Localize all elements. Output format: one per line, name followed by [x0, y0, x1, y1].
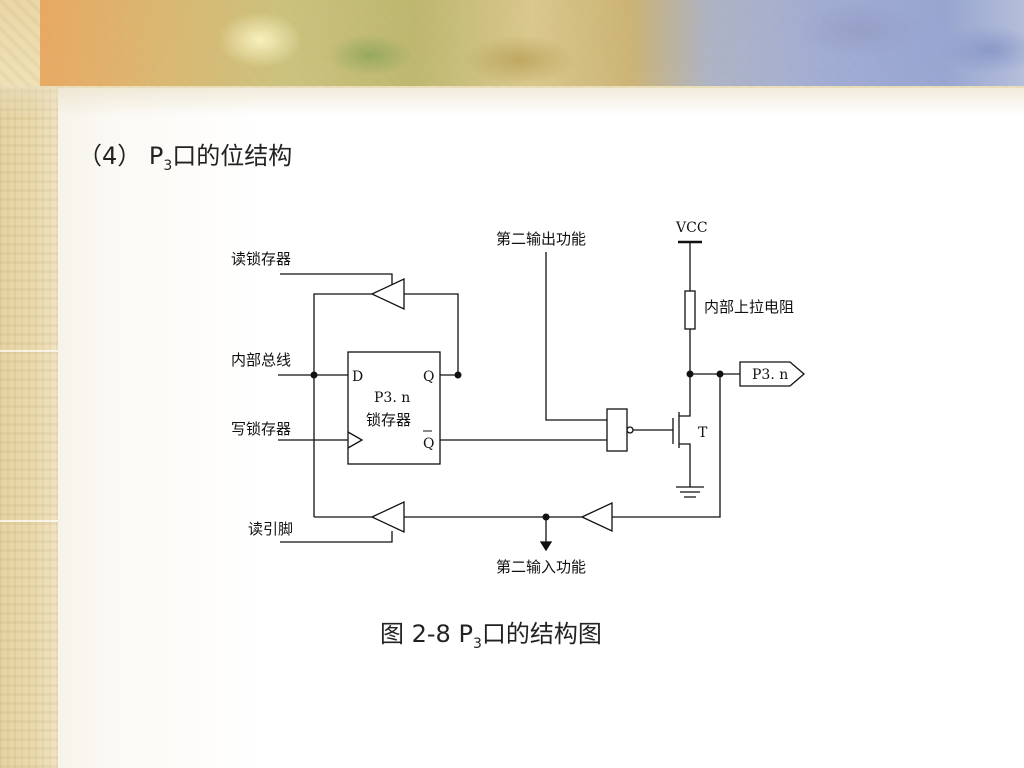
- junction-second-input: [542, 513, 550, 521]
- read-pin-line: [280, 531, 393, 543]
- pin-connector: [739, 361, 805, 387]
- fet-drain: [679, 374, 691, 417]
- label-internal-bus: 内部总线: [231, 351, 291, 369]
- label-read-latch: 读锁存器: [231, 250, 291, 268]
- label-vcc: VCC: [675, 220, 708, 236]
- label-latch-q: Q: [423, 369, 434, 385]
- label-latch-d: D: [352, 369, 363, 385]
- figure-caption: 图 2-8 P3口的结构图: [380, 614, 602, 652]
- and-gate: [606, 408, 628, 452]
- junction-drain: [686, 370, 694, 378]
- label-transistor: T: [698, 425, 708, 441]
- q-feedback-wire: [404, 293, 459, 375]
- junction-bus: [310, 371, 318, 379]
- fet-source: [679, 443, 691, 487]
- label-latch-word: 锁存器: [366, 411, 411, 429]
- caption-suffix: 口的结构图: [481, 620, 602, 648]
- ground-symbol: [676, 486, 704, 498]
- second-output-wire: [545, 252, 607, 421]
- label-pin: P3. n: [752, 367, 788, 383]
- banner-shadow: [0, 86, 1024, 116]
- title-subscript: 3: [163, 158, 173, 174]
- leaf-banner-image: [40, 0, 1024, 86]
- read-latch-line: [280, 273, 393, 285]
- label-write-latch: 写锁存器: [231, 420, 291, 438]
- read-latch-buffer: [370, 277, 405, 311]
- second-input-arrow: [539, 541, 553, 552]
- caption-prefix: 图 2-8 P: [380, 620, 473, 648]
- label-latch-name: P3. n: [374, 390, 410, 406]
- and-gate-inversion-bubble: [626, 426, 634, 434]
- latch-box: [347, 351, 441, 465]
- slide-title: （4） P3口的位结构: [78, 136, 292, 174]
- read-pin-buffer: [370, 500, 405, 534]
- label-second-output: 第二输出功能: [496, 230, 586, 248]
- read-pin-feedback-wire: [612, 374, 721, 518]
- junction-pin: [716, 370, 724, 378]
- label-pullup: 内部上拉电阻: [704, 298, 794, 316]
- clock-triangle: [347, 431, 364, 449]
- label-second-input: 第二输入功能: [496, 558, 586, 576]
- label-latch-qbar: Q: [423, 436, 434, 452]
- read-latch-output-wire: [313, 293, 372, 517]
- label-read-pin: 读引脚: [248, 520, 293, 538]
- junction-q: [454, 371, 462, 379]
- title-prefix: （4） P: [78, 142, 164, 170]
- title-suffix: 口的位结构: [172, 142, 293, 170]
- caption-subscript: 3: [472, 636, 482, 652]
- pullup-resistor: [684, 290, 696, 330]
- left-decor-strip: [0, 0, 58, 768]
- read-pin-input-buffer: [580, 501, 613, 533]
